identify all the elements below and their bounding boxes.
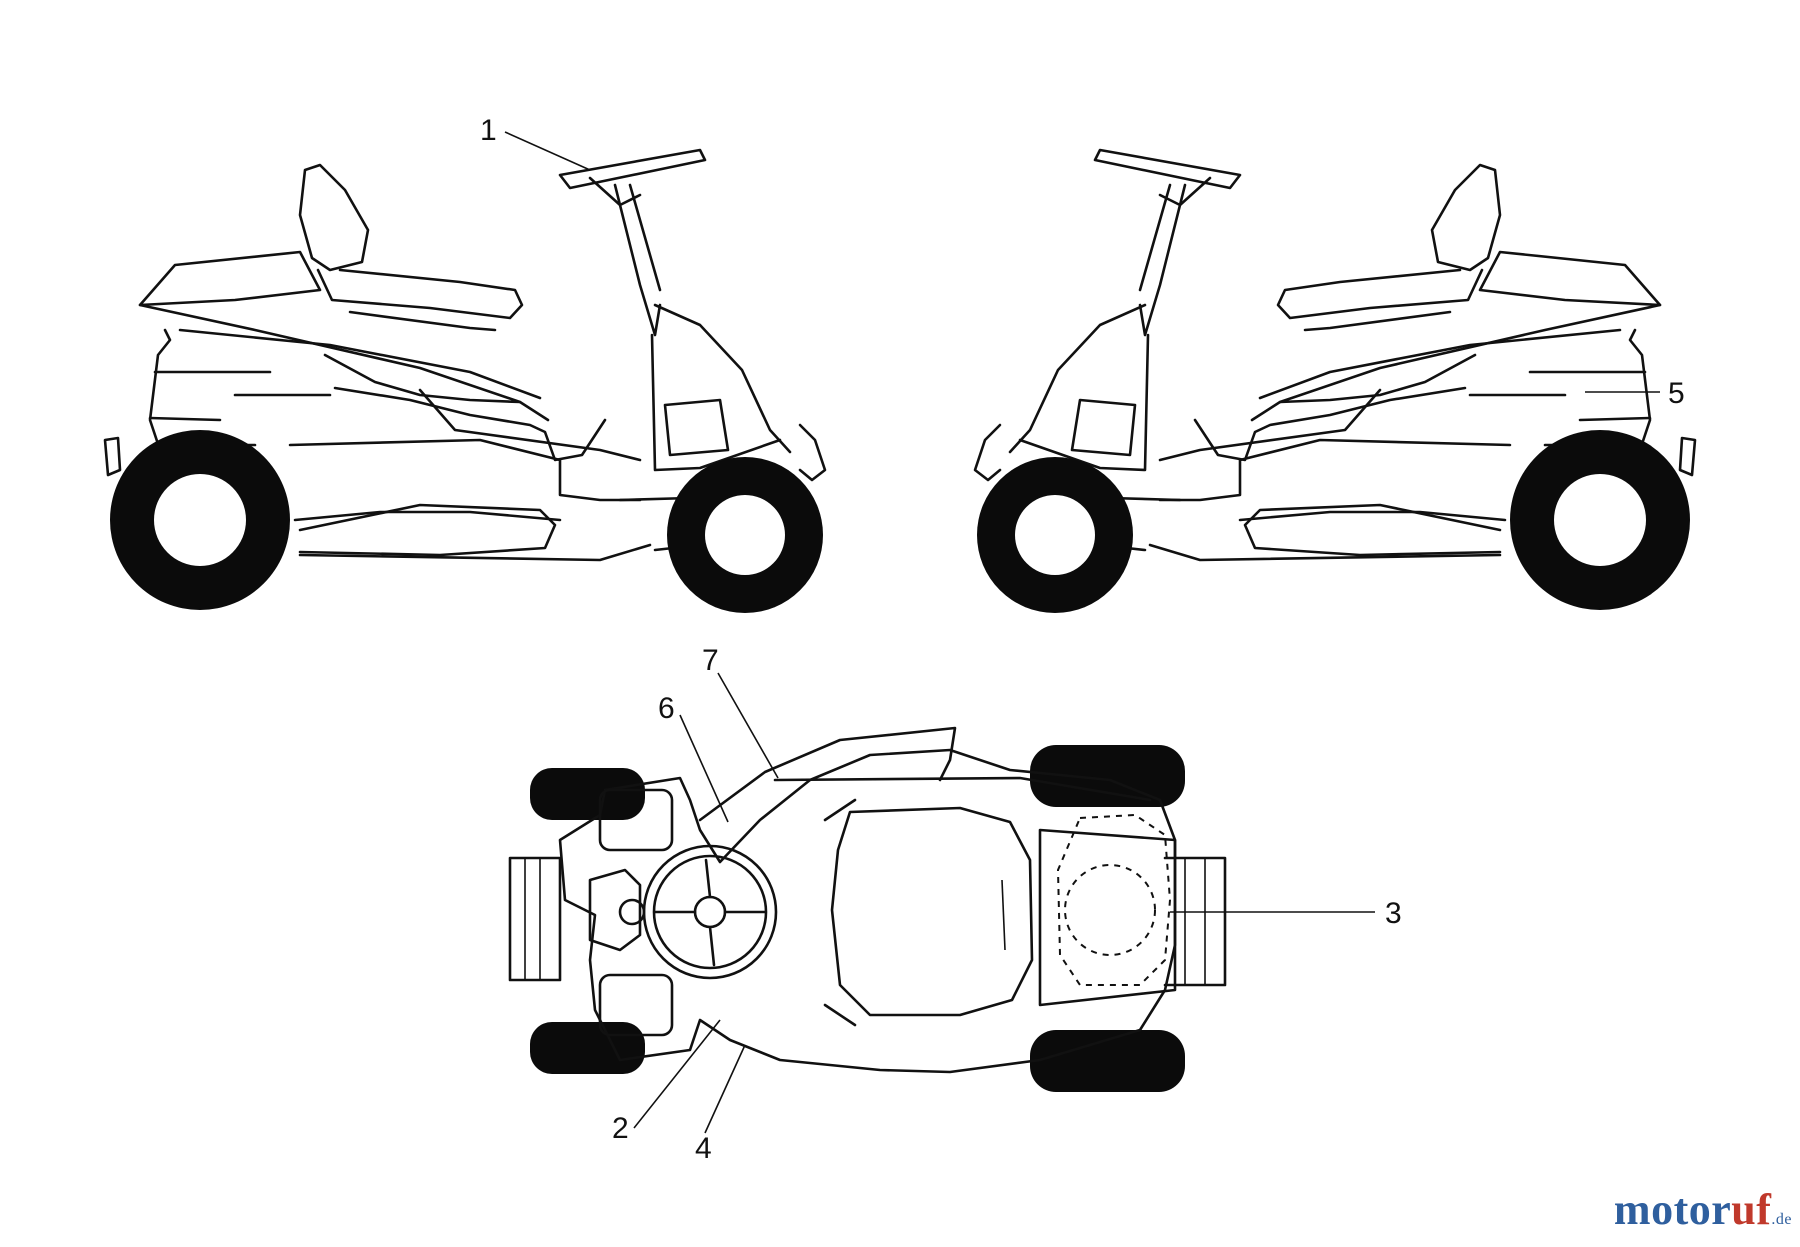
mower-side-view-left (103, 148, 827, 613)
leader-6 (679, 714, 729, 823)
callout-3: 3 (1385, 897, 1402, 930)
callout-2: 2 (612, 1112, 629, 1145)
callout-numbers: 1 2 3 4 5 6 7 (480, 114, 1685, 1165)
callout-5: 5 (1668, 377, 1685, 410)
callout-7: 7 (702, 644, 719, 677)
watermark-part2: uf (1731, 1185, 1772, 1234)
brand-watermark: motoruf.de (1614, 1184, 1792, 1235)
mower-side-view-right (973, 148, 1697, 613)
leader-7 (717, 672, 779, 779)
mower-top-view (508, 726, 1227, 1092)
leader-2 (633, 1019, 721, 1129)
leader-lines (504, 131, 1660, 1134)
callout-4: 4 (695, 1132, 712, 1165)
watermark-part1: motor (1613, 1185, 1732, 1234)
callout-6: 6 (658, 692, 675, 725)
watermark-tld: .de (1771, 1211, 1792, 1228)
leader-1 (504, 131, 591, 171)
callout-1: 1 (480, 114, 497, 147)
leader-4 (704, 1044, 746, 1134)
